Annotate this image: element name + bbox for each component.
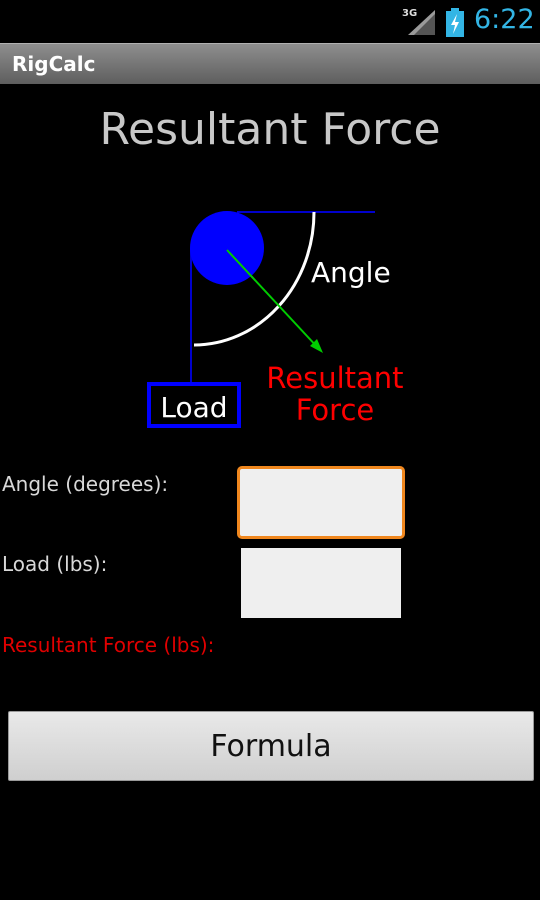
- force-arrow-line: [226, 249, 321, 351]
- force-label-line1: Resultant: [266, 361, 403, 395]
- force-label-line2: Force: [296, 393, 374, 427]
- load-label: Load: [160, 391, 227, 424]
- network-type: 3G: [402, 8, 418, 19]
- signal-icon: [408, 10, 435, 35]
- load-box: [147, 382, 241, 428]
- load-label-text: Load (lbs):: [2, 552, 108, 576]
- load-input[interactable]: [241, 548, 401, 618]
- action-bar: RigCalc: [0, 43, 540, 84]
- angle-label-text: Angle (degrees):: [2, 472, 169, 496]
- angle-input[interactable]: [237, 466, 405, 539]
- status-bar: 3G 6:22: [0, 0, 540, 43]
- angle-label: Angle: [311, 256, 391, 289]
- resultant-force-diagram: Angle Resultant Force Load: [147, 211, 404, 428]
- formula-button[interactable]: Formula: [8, 711, 534, 781]
- battery-icon: [446, 8, 464, 37]
- app-title: RigCalc: [12, 52, 96, 76]
- force-arrowhead-icon: [310, 339, 323, 353]
- clock: 6:22: [474, 4, 535, 35]
- page-title: Resultant Force: [99, 104, 441, 155]
- resultant-force-label: Resultant Force (lbs):: [2, 633, 215, 657]
- pulley-circle: [190, 211, 264, 285]
